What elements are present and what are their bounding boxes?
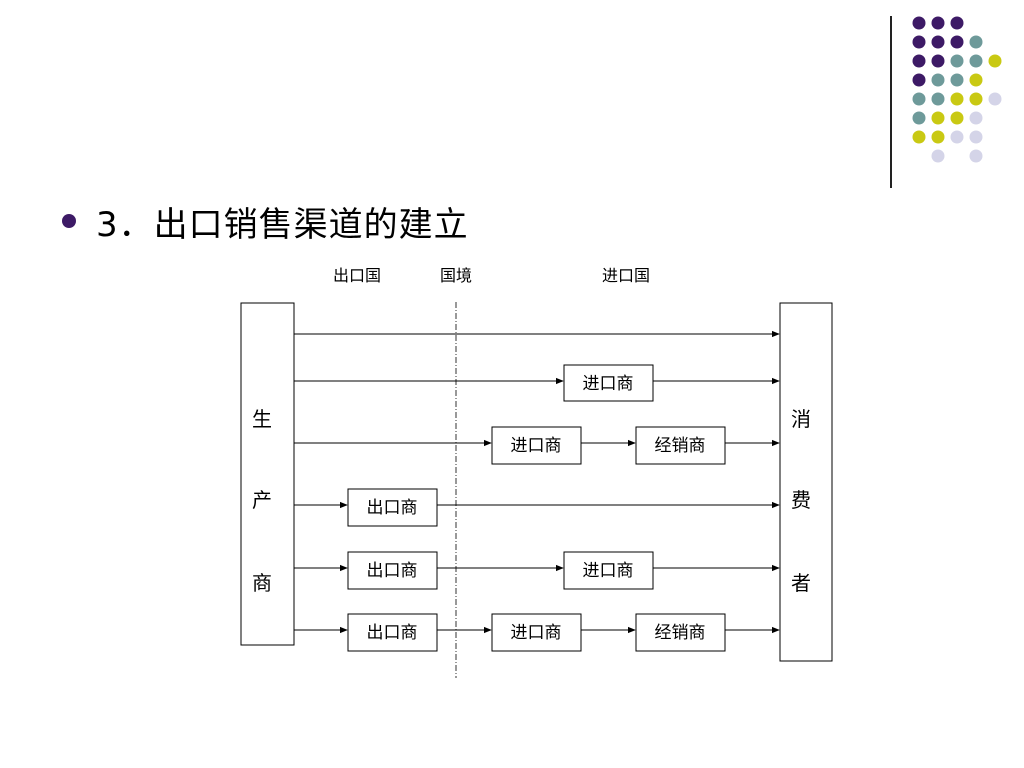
decor-dot [950,92,964,106]
decor-dot [931,73,945,87]
decorative-dot-grid [912,16,1002,163]
decor-dot [912,130,926,144]
label-exporting-country: 出口国 [333,266,381,285]
decor-dot [931,16,945,30]
channel-6-exporter-box [347,613,438,652]
bullet-dot-icon [62,214,76,228]
label-border: 国境 [440,266,472,285]
decor-dot [988,54,1002,68]
channel-3-importer-box [491,426,582,465]
channel-3-dealer-label: 经销商 [655,436,706,456]
slide-title-row: 3．出口销售渠道的建立 [62,196,469,246]
decor-dot [988,92,1002,106]
decor-dot [931,149,945,163]
channel-5-importer-label: 进口商 [583,561,634,581]
channel-4-exporter-label: 出口商 [367,498,418,518]
decor-dot [950,35,964,49]
decor-dot [912,92,926,106]
channel-6-exporter-label: 出口商 [367,623,418,643]
decor-dot [912,111,926,125]
decor-dot [969,130,983,144]
decor-dot [969,92,983,106]
decor-dot [969,54,983,68]
decor-dot [969,73,983,87]
decor-dot [931,92,945,106]
decor-dot [950,111,964,125]
channel-6-importer-box [491,613,582,652]
consumer-box [779,302,833,662]
decor-dot [950,73,964,87]
channel-3-importer-label: 进口商 [511,436,562,456]
producer-box [240,302,295,646]
slide-title: 3．出口销售渠道的建立 [96,204,469,245]
consumer-char-2: 费 [791,488,811,512]
channel-5-exporter-box [347,551,438,590]
decor-dot [950,54,964,68]
consumer-char-1: 消 [791,407,811,431]
decor-dot [931,130,945,144]
decor-dot [969,35,983,49]
producer-char-3: 商 [252,571,272,595]
label-importing-country: 进口国 [602,266,650,285]
decorative-vertical-line [890,16,892,188]
decor-dot [931,54,945,68]
channel-2-importer-box [563,364,654,402]
channel-3-dealer-box [635,426,726,465]
decor-dot [969,149,983,163]
channel-6-dealer-label: 经销商 [655,623,706,643]
decor-dot [969,111,983,125]
decor-dot [931,111,945,125]
channel-6-dealer-box [635,613,726,652]
channel-4-exporter-box [347,488,438,527]
producer-char-2: 产 [252,488,272,512]
decor-dot [950,16,964,30]
channel-6-importer-label: 进口商 [511,623,562,643]
decor-dot [931,35,945,49]
decor-dot [950,130,964,144]
producer-char-1: 生 [252,407,272,431]
channel-2-importer-label: 进口商 [583,374,634,394]
consumer-char-3: 者 [791,571,811,595]
decor-dot [912,35,926,49]
decor-dot [912,54,926,68]
channel-5-importer-box [563,551,654,590]
decor-dot [912,73,926,87]
decor-dot [912,16,926,30]
channel-5-exporter-label: 出口商 [367,561,418,581]
